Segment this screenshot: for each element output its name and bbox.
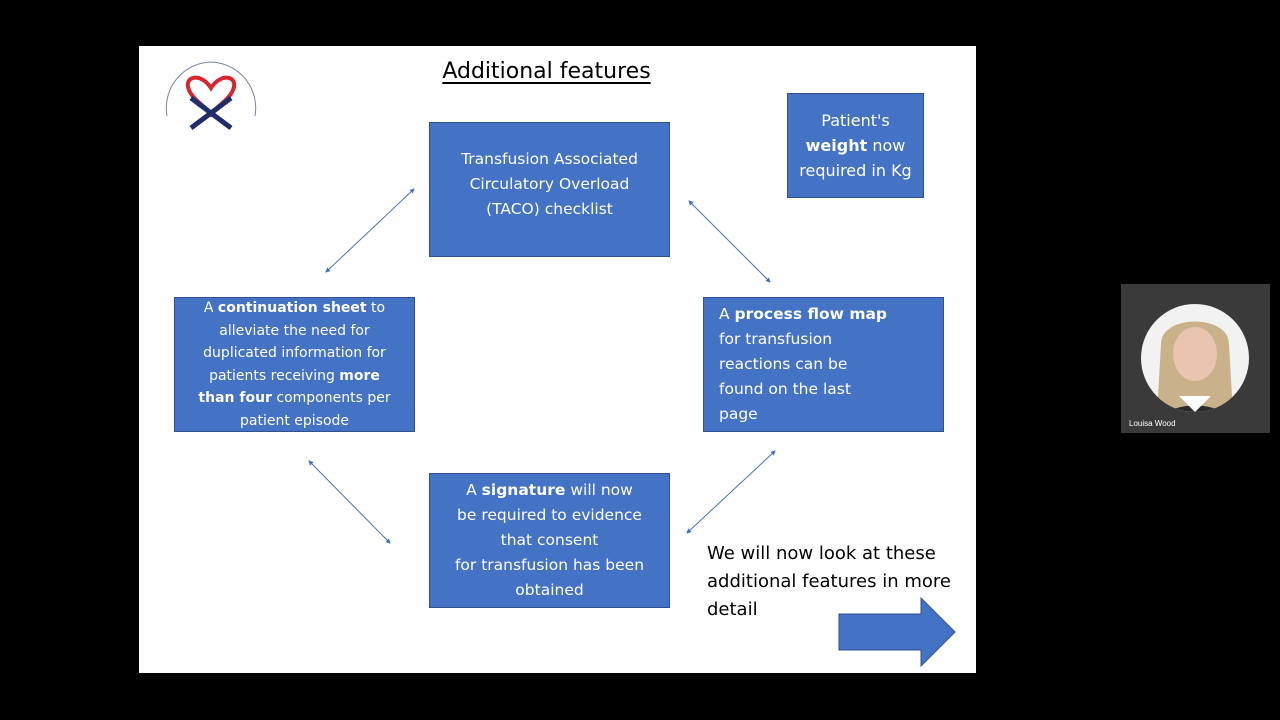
continuation-line-5: than four components per [175,387,414,410]
weight-line-2: weight now [788,133,923,158]
weight-bold-text: weight [805,136,868,155]
patient-weight-box: Patient's weight now required in Kg [787,93,924,198]
note-line-1: We will now look at these [707,543,936,564]
continuation-line-3: duplicated information for [203,345,386,361]
snbts-logo [165,61,257,130]
continuation-line-1-post: to [366,300,386,316]
signature-line-2: be required to evidence [457,506,642,524]
taco-checklist-box: Transfusion Associated Circulatory Overl… [429,122,670,257]
continuation-line-4-pre: patients receiving [209,367,340,384]
connector-top-right [688,200,771,283]
weight-line-3: required in Kg [799,161,912,180]
continuation-line-4: patients receiving more [175,365,414,388]
process-line-5: page [719,405,758,423]
signature-line-5: obtained [515,581,584,599]
continuation-line-5-bold: than four [198,390,272,406]
continuation-line-5-post: components per [271,390,391,406]
note-line-2: additional features in more [707,571,951,592]
next-section-note: We will now look at these additional fea… [707,540,972,624]
connector-top-left [325,188,415,273]
connector-bottom-left [308,460,391,544]
process-line-1: A process flow map [719,302,943,327]
presentation-slide: Additional features Transfusion Associat… [139,46,976,673]
signature-line-3: that consent [500,531,599,549]
process-line-1-pre: A [719,305,735,323]
continuation-line-1: A continuation sheet to [175,297,414,320]
taco-line-1: Transfusion Associated [461,150,638,168]
participant-avatar [1141,304,1249,412]
next-arrow-icon[interactable] [838,597,958,667]
participant-name: Louisa Wood [1129,419,1176,428]
signature-line-1-pre: A [466,481,482,499]
process-line-1-bold: process flow map [734,305,888,323]
continuation-sheet-box: A continuation sheet to alleviate the ne… [174,297,415,432]
weight-line-2-rest: now [867,136,906,155]
webcam-tile: Louisa Wood [1121,284,1270,433]
signature-line-4: for transfusion has been [454,556,645,574]
process-line-4: found on the last [719,380,851,398]
continuation-line-2: alleviate the need for [219,322,370,339]
process-line-2: for transfusion [719,330,833,348]
taco-line-3: (TACO) checklist [486,200,613,218]
weight-line-1: Patient's [821,111,890,130]
process-flow-map-box: A process flow map for transfusion react… [703,297,944,432]
signature-line-1: A signature will now [430,478,669,503]
continuation-line-4-bold: more [339,367,380,384]
signature-box: A signature will now be required to evid… [429,473,670,608]
signature-line-1-bold: signature [481,481,566,499]
slide-title: Additional features [442,59,651,84]
continuation-line-1-bold: continuation sheet [217,300,367,316]
process-line-3: reactions can be [719,355,848,373]
continuation-line-1-pre: A [203,300,218,316]
continuation-line-6: patient episode [239,412,350,429]
connector-bottom-right [686,450,776,534]
note-line-3: detail [707,599,758,620]
signature-line-1-post: will now [565,481,633,499]
taco-line-2: Circulatory Overload [469,175,630,193]
